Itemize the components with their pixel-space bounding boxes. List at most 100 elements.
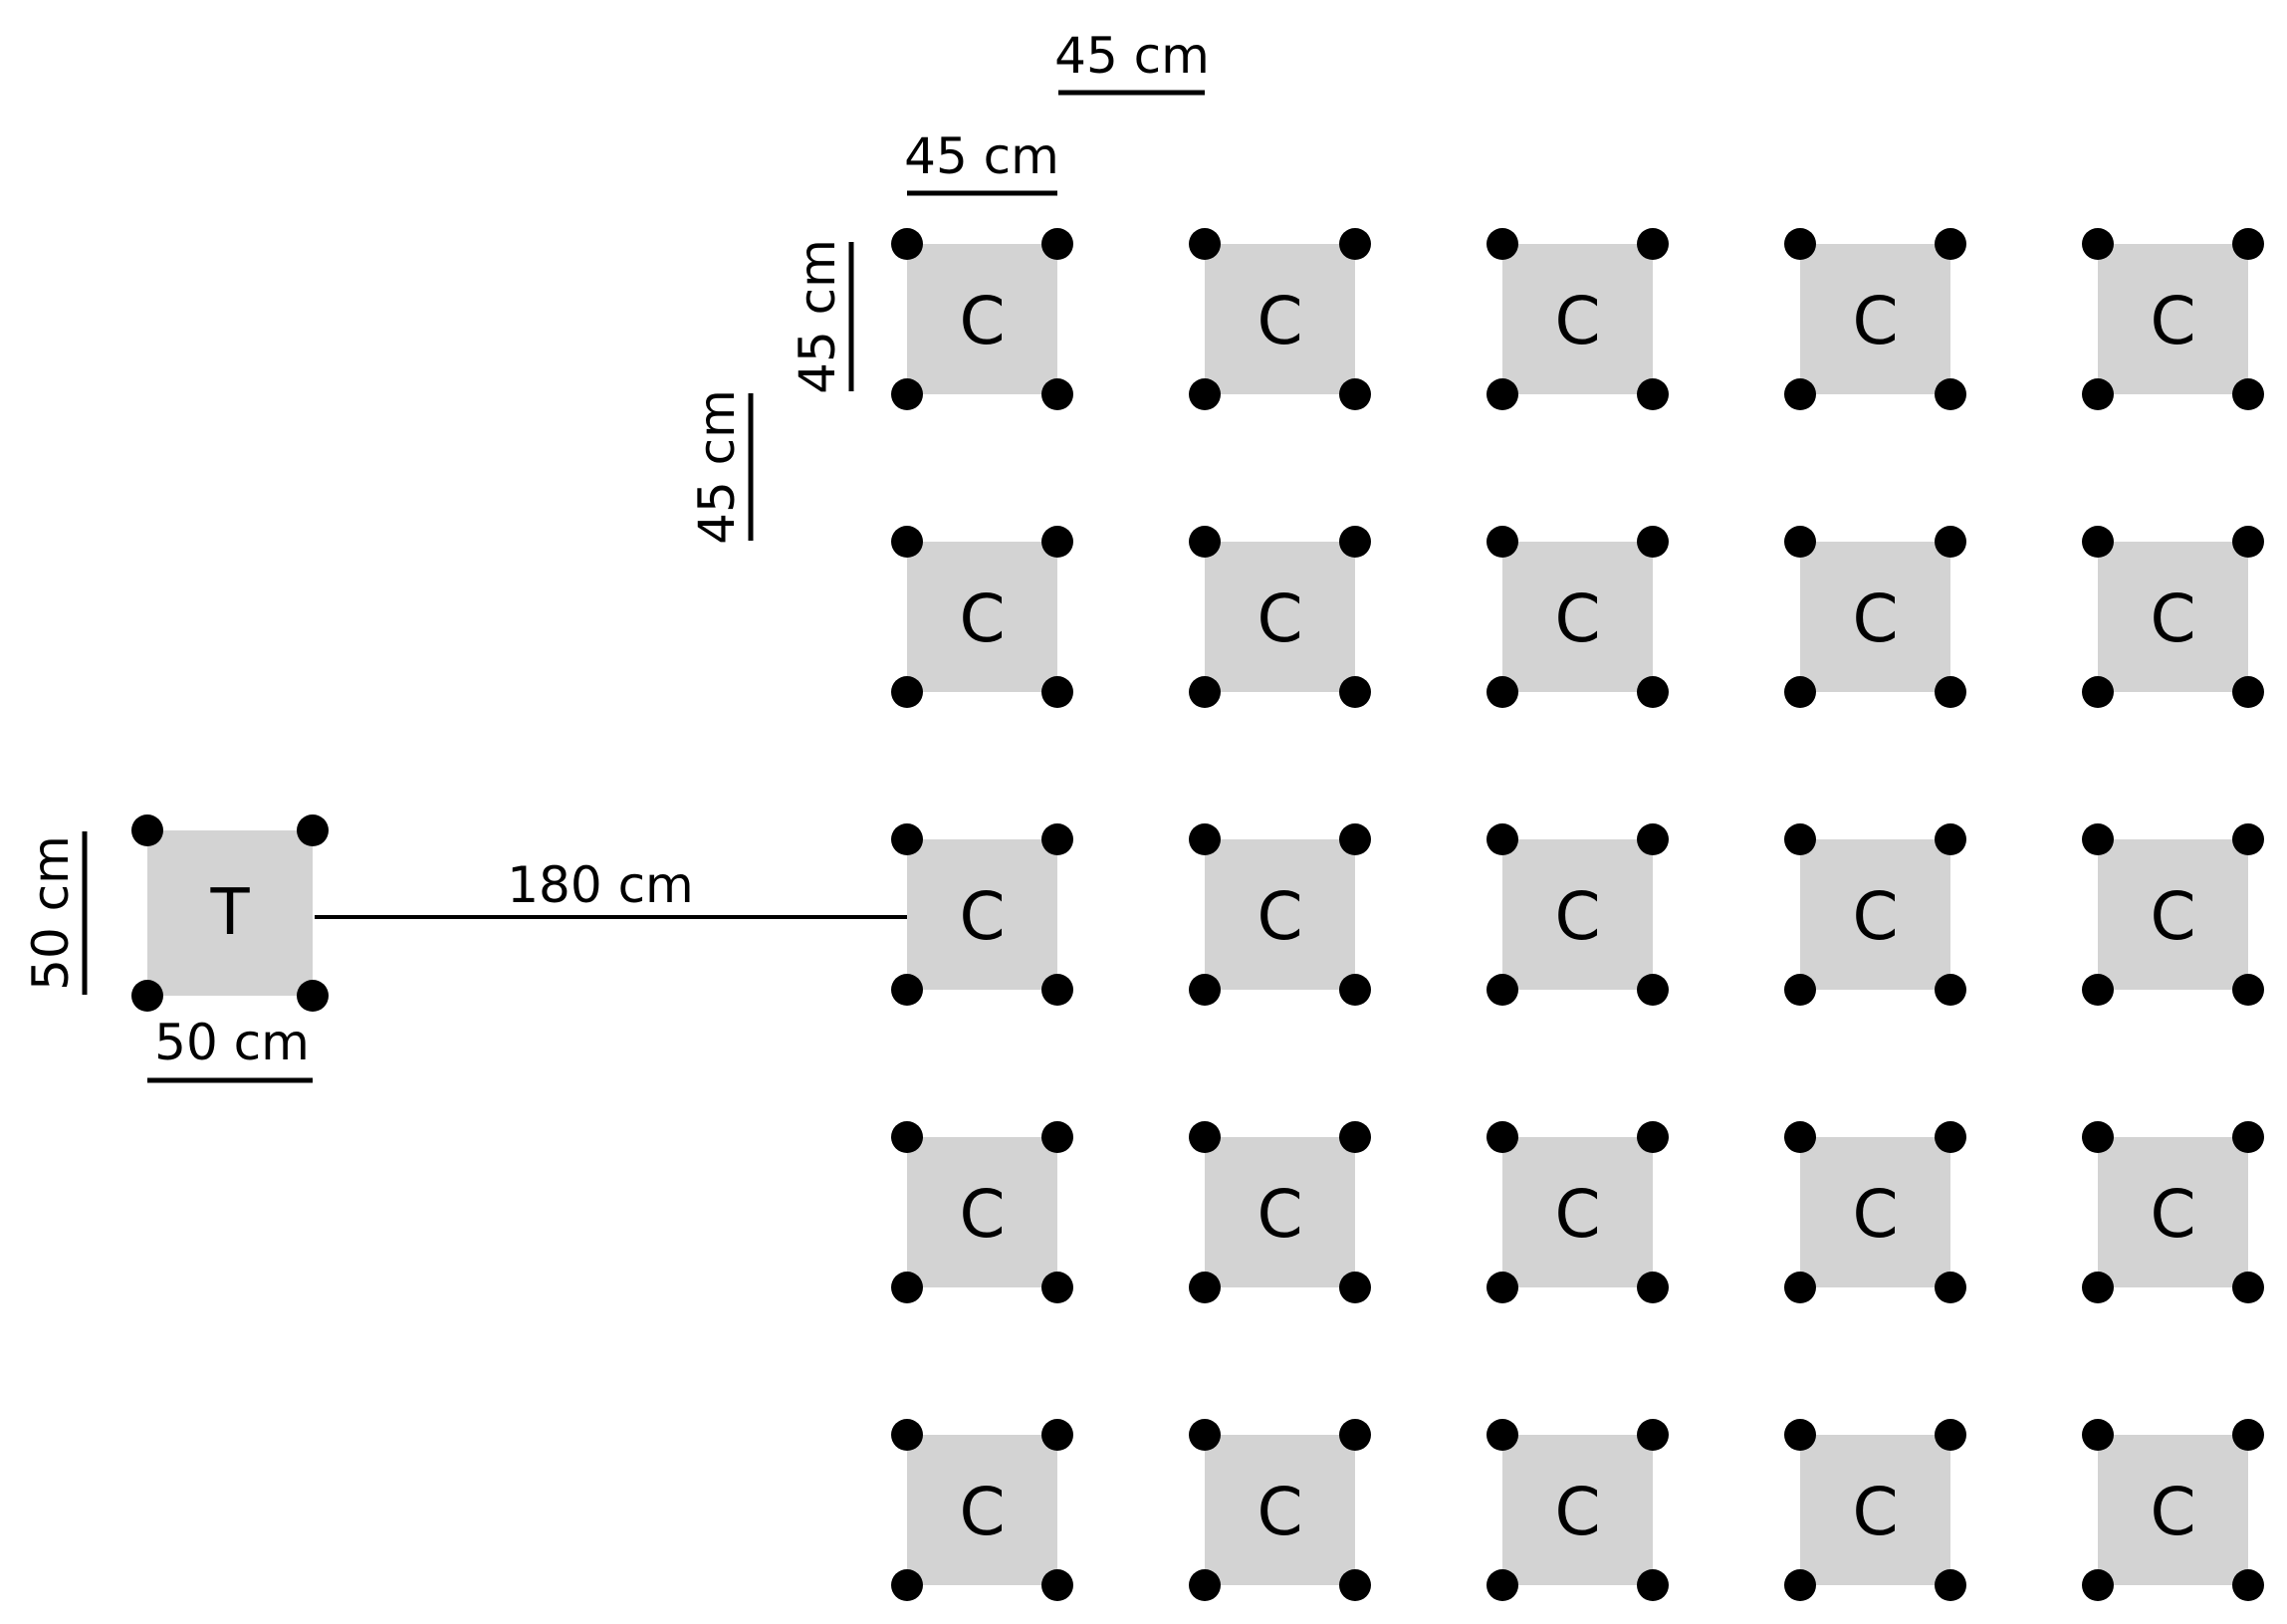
control-plot-square	[907, 1435, 1057, 1585]
control-plot: C	[891, 1121, 1073, 1303]
corner-marker	[1339, 1121, 1371, 1153]
corner-marker	[1487, 526, 1518, 558]
corner-marker	[891, 1121, 923, 1153]
control-plot-square	[907, 542, 1057, 692]
control-plot-label: C	[1257, 1176, 1302, 1253]
corner-marker	[1487, 974, 1518, 1006]
control-plot: C	[1487, 1121, 1669, 1303]
corner-marker	[1339, 974, 1371, 1006]
control-plot-label: C	[2150, 580, 2195, 657]
corner-marker	[1487, 378, 1518, 410]
corner-marker	[1189, 526, 1221, 558]
control-plot: C	[1784, 1121, 1966, 1303]
control-plot: C	[1784, 1419, 1966, 1601]
corner-marker	[297, 980, 329, 1012]
corner-marker	[1935, 1419, 1966, 1451]
corner-marker	[1339, 1569, 1371, 1601]
corner-marker	[891, 228, 923, 260]
corner-marker	[1935, 1121, 1966, 1153]
corner-marker	[1041, 676, 1073, 708]
corner-marker	[1339, 378, 1371, 410]
control-plot: C	[2082, 823, 2264, 1006]
control-plot-label: C	[1852, 580, 1898, 657]
corner-marker	[891, 1569, 923, 1601]
corner-marker	[2082, 823, 2114, 855]
corner-marker	[891, 974, 923, 1006]
corner-marker	[1041, 823, 1073, 855]
control-plot-square	[2098, 542, 2248, 692]
corner-marker	[1189, 1121, 1221, 1153]
control-plot-square	[907, 1137, 1057, 1287]
control-plot-label: C	[959, 580, 1005, 657]
control-plot-square	[1502, 839, 1653, 990]
corner-marker	[2232, 823, 2264, 855]
corner-marker	[1339, 228, 1371, 260]
corner-marker	[1784, 228, 1816, 260]
corner-marker	[891, 378, 923, 410]
dimension-control-gap-horizontal: 45 cm	[1054, 27, 1210, 96]
control-plot-label: C	[1852, 1474, 1898, 1550]
control-plot-square	[1502, 244, 1653, 394]
control-plot-square	[907, 244, 1057, 394]
corner-marker	[1189, 823, 1221, 855]
control-plot-label: C	[1257, 283, 1302, 359]
corner-marker	[2232, 228, 2264, 260]
corner-marker	[891, 1419, 923, 1451]
corner-marker	[1487, 1419, 1518, 1451]
dimension-control-gap-vertical: 45 cm	[688, 389, 754, 545]
control-plot: C	[1784, 823, 1966, 1006]
control-plot-square	[2098, 1435, 2248, 1585]
corner-marker	[2232, 1272, 2264, 1303]
corner-marker	[1637, 676, 1669, 708]
corner-marker	[1935, 228, 1966, 260]
dimension-label: 45 cm	[789, 239, 846, 394]
corner-marker	[1041, 1272, 1073, 1303]
corner-marker	[2082, 1272, 2114, 1303]
corner-marker	[1637, 1569, 1669, 1601]
control-plot-label: C	[1852, 878, 1898, 955]
control-plot: C	[2082, 1121, 2264, 1303]
control-plot-square	[1800, 1137, 1950, 1287]
corner-marker	[1041, 378, 1073, 410]
corner-marker	[2232, 676, 2264, 708]
control-plot: C	[2082, 1419, 2264, 1601]
corner-marker	[2082, 1419, 2114, 1451]
control-plot-label: C	[1257, 1474, 1302, 1550]
corner-marker	[131, 814, 163, 846]
corner-marker	[891, 526, 923, 558]
control-plot-label: C	[959, 283, 1005, 359]
control-plot-square	[1800, 542, 1950, 692]
control-plot: C	[891, 228, 1073, 410]
control-plot-label: C	[2150, 283, 2195, 359]
control-plot-label: C	[1257, 878, 1302, 955]
corner-marker	[1487, 823, 1518, 855]
corner-marker	[1935, 1272, 1966, 1303]
control-plot-label: C	[959, 1176, 1005, 1253]
corner-marker	[1935, 974, 1966, 1006]
control-plot: C	[1189, 1419, 1371, 1601]
control-plot-label: C	[1852, 1176, 1898, 1253]
control-plot-label: C	[2150, 1474, 2195, 1550]
control-plot-square	[1205, 244, 1355, 394]
corner-marker	[2082, 526, 2114, 558]
corner-marker	[2232, 526, 2264, 558]
corner-marker	[1041, 1569, 1073, 1601]
corner-marker	[2082, 228, 2114, 260]
dimension-treatment-height: 50 cm	[22, 831, 88, 995]
dimension-label: 50 cm	[22, 835, 80, 991]
control-plot-square	[2098, 839, 2248, 990]
control-plot-square	[1800, 1435, 1950, 1585]
corner-marker	[1041, 1419, 1073, 1451]
control-plot-square	[1800, 244, 1950, 394]
corner-marker	[1189, 1569, 1221, 1601]
dimension-treatment-to-control: 180 cm	[315, 856, 907, 919]
corner-marker	[131, 980, 163, 1012]
corner-marker	[1784, 1272, 1816, 1303]
dimension-control-height: 45 cm	[789, 239, 854, 394]
control-plot: C	[2082, 228, 2264, 410]
corner-marker	[1935, 676, 1966, 708]
corner-marker	[1935, 378, 1966, 410]
corner-marker	[1637, 1121, 1669, 1153]
control-plot-label: C	[1852, 283, 1898, 359]
